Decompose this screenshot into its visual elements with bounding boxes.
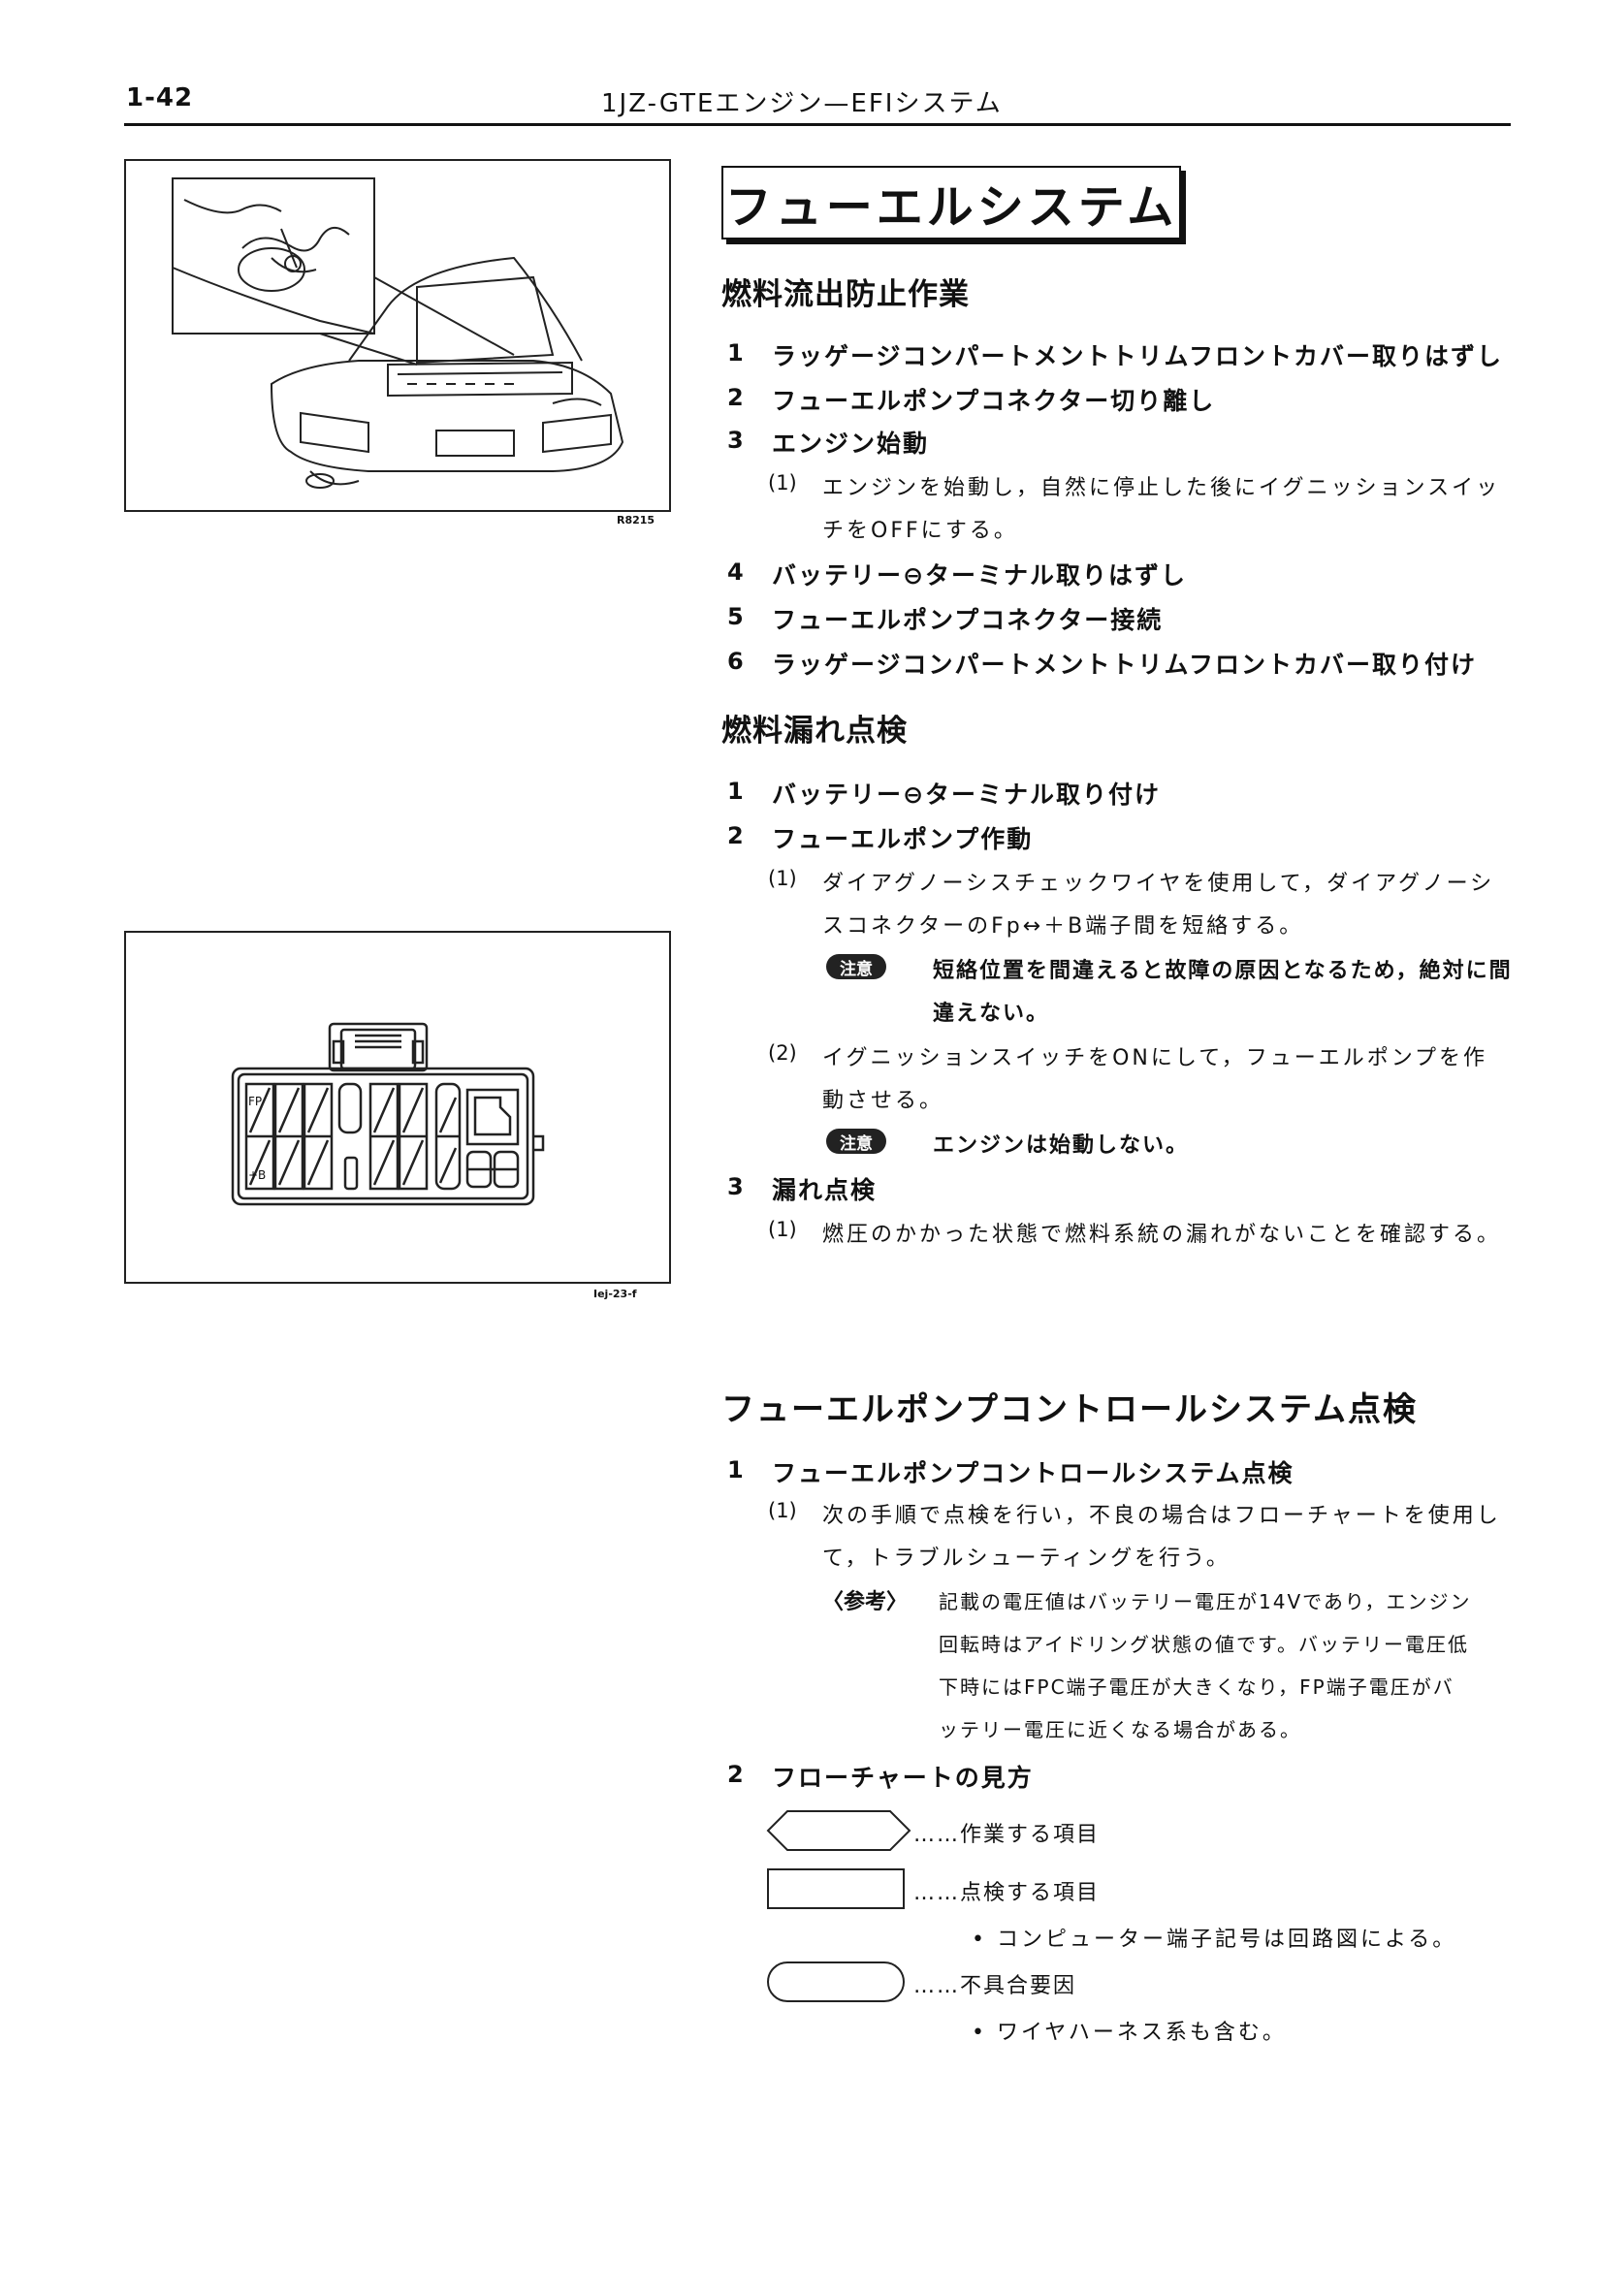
section-heading-pump-control: フューエルポンプコントロールシステム点検 (721, 1390, 1418, 1429)
caution-badge: 注意 (826, 1129, 886, 1154)
step-text: バッテリー⊖ターミナル取りはずし (772, 561, 1187, 590)
legend-text: ……作業する項目 (913, 1823, 1101, 1847)
legend-bullet: • ワイヤハーネス系も含む。 (972, 2021, 1287, 2045)
substep-number: (1) (768, 867, 797, 890)
step-text: フューエルポンプ作動 (772, 825, 1034, 853)
reference-label: 〈参考〉 (822, 1590, 909, 1614)
connector-figure-code: Iej-23-f (593, 1288, 637, 1300)
reference-line: 下時にはFPC端子電圧が大きくなり，FP端子電圧がバ (939, 1675, 1454, 1699)
substep-line: ダイアグノーシスチェックワイヤを使用して，ダイアグノーシ (822, 872, 1495, 896)
legend-text: ……不具合要因 (913, 1974, 1077, 1998)
step-text: バッテリー⊖ターミナル取り付け (772, 781, 1161, 809)
substep-number: (1) (768, 1218, 797, 1241)
step-text: フューエルポンプコネクター切り離し (772, 387, 1216, 415)
connector-figure: FP +B (124, 931, 671, 1284)
step-text: エンジン始動 (772, 430, 930, 458)
step-text: ラッゲージコンパートメントトリムフロントカバー取りはずし (772, 342, 1504, 370)
legend-bullet: • コンピューター端子記号は回路図による。 (972, 1928, 1457, 1952)
step-number: 2 (727, 384, 744, 411)
page-number: 1-42 (126, 83, 194, 112)
substep-number: (2) (768, 1041, 797, 1065)
legend-text: ……点検する項目 (913, 1881, 1101, 1905)
step-number: 1 (727, 1456, 744, 1483)
header-rule (124, 123, 1511, 126)
substep-line: イグニッションスイッチをONにして，フューエルポンプを作 (822, 1046, 1488, 1070)
reference-line: 回転時はアイドリング状態の値です。バッテリー電圧低 (939, 1633, 1469, 1656)
step-number: 3 (727, 427, 744, 454)
page-header-title: 1JZ-GTEエンジン—EFIシステム (601, 89, 1003, 118)
diagnosis-connector-diagram: FP +B (231, 1022, 545, 1206)
step-number: 6 (727, 648, 744, 675)
step-number: 1 (727, 778, 744, 805)
car-figure-code: R8215 (617, 514, 655, 526)
step-number: 3 (727, 1173, 744, 1200)
step-number: 2 (727, 822, 744, 849)
step-text: フローチャートの見方 (772, 1764, 1034, 1792)
section-heading-fuel-spill: 燃料流出防止作業 (721, 277, 970, 312)
rounded-shape-icon (767, 1961, 905, 2002)
section-title: フューエルシステム (721, 166, 1181, 239)
substep-line: 燃圧のかかった状態で燃料系統の漏れがないことを確認する。 (822, 1223, 1502, 1247)
substep-line: スコネクターのFp↔＋B端子間を短絡する。 (822, 914, 1304, 939)
step-number: 2 (727, 1761, 744, 1788)
rectangle-shape-icon (767, 1868, 905, 1909)
reference-line: 記載の電圧値はバッテリー電圧が14Vであり，エンジン (939, 1590, 1472, 1613)
step-text: フューエルポンプコントロールシステム点検 (772, 1459, 1294, 1487)
caution-line: 違えない。 (933, 1002, 1050, 1026)
reference-line: ッテリー電圧に近くなる場合がある。 (939, 1718, 1301, 1741)
substep-line: 次の手順で点検を行い，不良の場合はフローチャートを使用し (822, 1504, 1501, 1528)
fp-terminal-label: FP (248, 1095, 262, 1108)
step-text: ラッゲージコンパートメントトリムフロントカバー取り付け (772, 651, 1478, 679)
b-terminal-label: +B (248, 1168, 266, 1182)
substep-line: て，トラブルシューティングを行う。 (822, 1547, 1230, 1571)
substep-number: (1) (768, 471, 797, 494)
car-trunk-illustration (172, 177, 624, 489)
caution-line: エンジンは始動しない。 (933, 1133, 1190, 1158)
substep-line: エンジンを始動し，自然に停止した後にイグニッションスイッ (822, 476, 1501, 500)
substep-number: (1) (768, 1499, 797, 1522)
caution-line: 短絡位置を間違えると故障の原因となるため，絶対に間 (933, 959, 1513, 983)
section-heading-fuel-leak: 燃料漏れ点検 (721, 714, 908, 749)
step-text: 漏れ点検 (772, 1176, 878, 1204)
substep-line: チをOFFにする。 (822, 519, 1018, 543)
step-text: フューエルポンプコネクター接続 (772, 606, 1164, 634)
step-number: 5 (727, 603, 744, 630)
caution-badge: 注意 (826, 954, 886, 979)
hexagon-shape-icon (766, 1810, 911, 1851)
step-number: 1 (727, 339, 744, 367)
car-trunk-figure (124, 159, 671, 512)
step-number: 4 (727, 558, 744, 586)
substep-line: 動させる。 (822, 1089, 944, 1113)
